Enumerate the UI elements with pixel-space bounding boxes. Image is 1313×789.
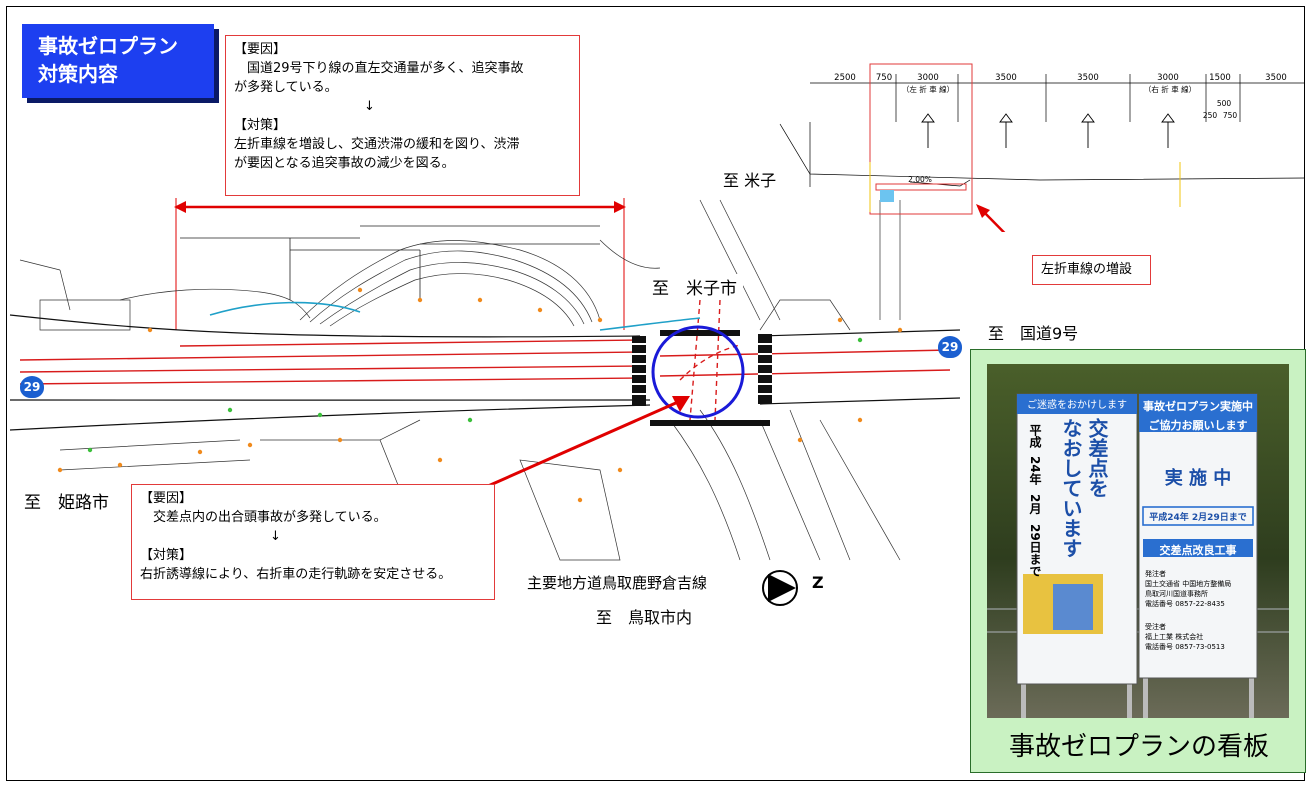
bottom-arrow-down: ↓ <box>270 529 281 544</box>
left-turn-lane-callout-text: 左折車線の増設 <box>1041 262 1133 277</box>
road-plan-drawing <box>9 198 961 561</box>
label-prefectural-road: 主要地方道鳥取鹿野倉吉線 <box>527 574 708 592</box>
sign-right-header: 事故ゼロプラン実施中 <box>1143 400 1253 413</box>
top-cause-line-2: が多発している。 <box>234 80 338 95</box>
north-arrow-icon <box>760 568 800 608</box>
bottom-cause-line-1: 交差点内の出合頭事故が多発している。 <box>140 510 387 525</box>
sign-left-big-2: なおしています <box>1059 418 1083 558</box>
sign-left-date-2: 24年 <box>1028 456 1042 485</box>
sign-right-owner: 発注者 国土交通省 中国地方整備局 鳥取河川国道事務所 電話番号 0857-22… <box>1145 569 1231 609</box>
cs-left-lane-label: （左 折 車 線） <box>902 84 954 94</box>
title-line-2: 対策内容 <box>38 62 118 86</box>
top-measure-line-2: が要因となる追突事故の減少を図る。 <box>234 156 455 171</box>
signboard-photo: ご迷惑をおかけします 交差点を なおしています 平成 24年 2月 29日まで … <box>987 364 1289 718</box>
top-measure-heading: 【対策】 <box>234 118 287 133</box>
signboard-photo-panel: ご迷惑をおかけします 交差点を なおしています 平成 24年 2月 29日まで … <box>970 349 1306 773</box>
sign-left-header: ご迷惑をおかけします <box>1027 400 1127 411</box>
sign-left-date-4: 29日まで <box>1028 524 1042 577</box>
bottom-cause-heading: 【要因】 <box>140 491 193 506</box>
label-to-tottori-city: 至 鳥取市内 <box>596 608 693 627</box>
label-to-yonago: 至 米子 <box>723 171 777 190</box>
top-cause-heading: 【要因】 <box>234 42 287 57</box>
north-label: Z <box>812 573 824 592</box>
top-cause-measure-box: 【要因】 国道29号下り線の直左交通量が多く、追突事故 が多発している。 ↓ 【… <box>225 35 580 196</box>
sign-right-work: 交差点改良工事 <box>1159 544 1237 557</box>
cs-slope: 2.00% <box>908 175 932 184</box>
sign-right-date: 平成24年 2月29日まで <box>1149 513 1247 523</box>
sign-left-date-1: 平成 <box>1028 424 1042 448</box>
top-arrow-down: ↓ <box>364 99 375 114</box>
sign-left-date-3: 2月 <box>1028 494 1042 515</box>
cs-width-6: 3000 <box>1157 73 1179 83</box>
bottom-measure-line-1: 右折誘導線により、右折車の走行軌跡を安定させる。 <box>140 567 452 582</box>
label-to-himeji-city: 至 姫路市 <box>24 493 109 513</box>
sign-right-sub: ご協力お願いします <box>1148 419 1248 432</box>
sign-owner-line-1: 発注者 <box>1145 570 1166 578</box>
cs-width-1: 2500 <box>834 73 856 83</box>
sign-owner-line-4: 電話番号 0857-22-8435 <box>1145 600 1225 608</box>
sign-right-big: 実 施 中 <box>1164 468 1232 489</box>
cs-width-4: 3500 <box>995 73 1017 83</box>
sign-owner-line-2: 国土交通省 中国地方整備局 <box>1145 580 1232 588</box>
top-cause-line-1: 国道29号下り線の直左交通量が多く、追突事故 <box>234 61 524 76</box>
signboard-caption: 事故ゼロプランの看板 <box>1008 732 1269 762</box>
title-box: 事故ゼロプラン 対策内容 <box>22 24 214 98</box>
cs-right-lane-label: （右 折 車 線） <box>1144 84 1196 94</box>
route-29-shield-left: 29 <box>20 376 44 398</box>
sign-right-contractor: 受注者 福上工業 株式会社 電話番号 0857-73-0513 <box>1145 622 1225 652</box>
cs-width-2: 750 <box>876 73 892 83</box>
sign-owner-line-3: 鳥取河川国道事務所 <box>1145 590 1208 598</box>
cs-sub-width-2: 250 <box>1203 111 1218 120</box>
cs-width-8: 3500 <box>1265 73 1287 83</box>
bottom-measure-heading: 【対策】 <box>140 548 193 563</box>
bottom-cause-measure-box: 【要因】 交差点内の出合頭事故が多発している。 ↓ 【対策】 右折誘導線により、… <box>131 484 495 600</box>
lane-cross-section: 2500 750 3000 3500 3500 3000 1500 3500 （… <box>779 63 1305 232</box>
route-29-shield-right: 29 <box>938 336 962 358</box>
sign-left-big-1: 交差点を <box>1085 418 1109 498</box>
label-to-route-9: 至 国道9号 <box>988 324 1079 343</box>
title-line-1: 事故ゼロプラン <box>38 34 178 58</box>
top-measure-line-1: 左折車線を増設し、交通渋滞の緩和を図り、渋滞 <box>234 137 520 152</box>
cs-sub-width-1: 500 <box>1217 99 1232 108</box>
cs-width-5: 3500 <box>1077 73 1099 83</box>
cs-width-7: 1500 <box>1209 73 1231 83</box>
cs-sub-width-3: 750 <box>1223 111 1238 120</box>
sign-contractor-line-2: 福上工業 株式会社 <box>1145 633 1204 641</box>
sign-contractor-line-1: 受注者 <box>1145 623 1166 631</box>
label-to-yonago-city: 至 米子市 <box>646 274 743 299</box>
cs-width-3: 3000 <box>917 73 939 83</box>
left-turn-lane-callout: 左折車線の増設 <box>1032 255 1151 285</box>
sign-contractor-line-3: 電話番号 0857-73-0513 <box>1145 643 1225 651</box>
